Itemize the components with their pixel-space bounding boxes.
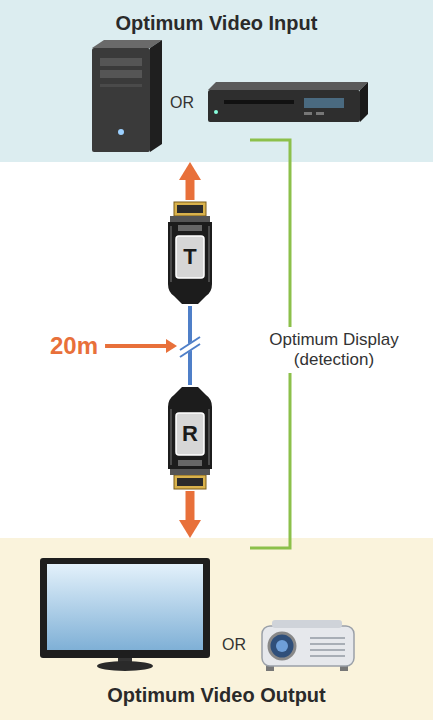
output-band: OR Optimum Video Output bbox=[0, 538, 433, 720]
text-holder: 20m bbox=[50, 332, 98, 360]
band-title: Optimum Video Output bbox=[107, 684, 326, 707]
connector-line bbox=[186, 491, 195, 520]
input-devices bbox=[92, 40, 368, 162]
pointer-arrow bbox=[105, 339, 177, 353]
text-holder: OR bbox=[222, 636, 246, 654]
pc-tower bbox=[92, 40, 162, 152]
dongle-letter: T bbox=[183, 244, 196, 269]
text-holder: OR bbox=[170, 94, 194, 112]
length-label: 20m bbox=[50, 332, 98, 360]
dvd-player bbox=[208, 82, 368, 122]
flat-tv bbox=[40, 558, 210, 671]
edge-label: Optimum Display (detection) bbox=[250, 327, 418, 374]
output-devices bbox=[40, 538, 354, 671]
text-holder: Optimum Video Output bbox=[107, 684, 326, 707]
dvi-dongle bbox=[168, 202, 212, 304]
arrow-head bbox=[179, 520, 201, 538]
text-holder: R bbox=[182, 421, 198, 446]
text-holder: Optimum Video Input bbox=[116, 12, 318, 35]
connector-line bbox=[186, 180, 195, 200]
projector bbox=[262, 620, 354, 671]
text-holder: T bbox=[183, 244, 196, 269]
band-title: Optimum Video Input bbox=[116, 12, 318, 35]
detection-line bbox=[250, 140, 290, 162]
signal-arrow bbox=[179, 162, 201, 200]
transmitter-dongle: T bbox=[162, 200, 218, 306]
signal-arrow bbox=[179, 491, 201, 538]
receiver-dongle: R bbox=[162, 385, 218, 491]
or-text: OR bbox=[170, 94, 194, 112]
arrow-head bbox=[179, 162, 201, 180]
input-band: Optimum Video InputOR bbox=[0, 0, 433, 162]
dongle-letter: R bbox=[182, 421, 198, 446]
dvi-dongle bbox=[168, 387, 212, 489]
or-text: OR bbox=[222, 636, 246, 654]
text-holder: Optimum Display (detection) bbox=[250, 327, 418, 374]
detection-line bbox=[250, 538, 290, 548]
cable-break bbox=[180, 337, 200, 357]
